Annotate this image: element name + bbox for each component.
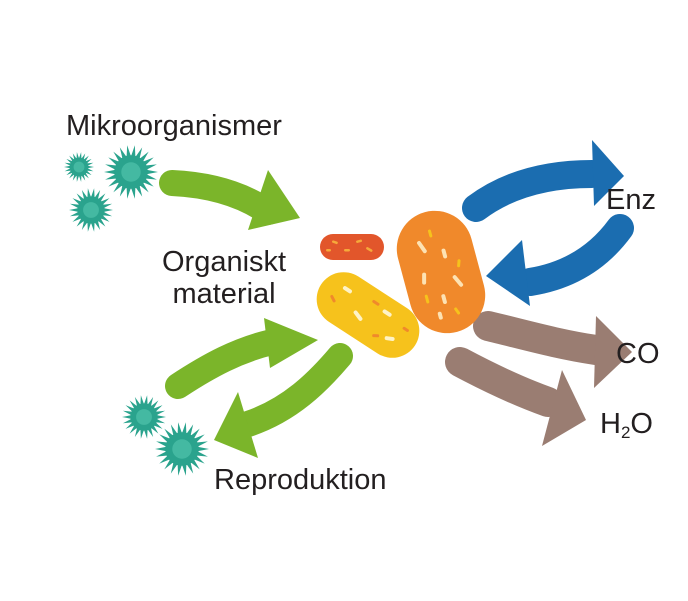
label-h2o-o: O	[630, 408, 653, 440]
microbe-icon-medium-bottom	[122, 395, 166, 439]
label-microorganisms: Mikroorganismer	[66, 110, 282, 142]
label-enzymes: Enz	[606, 184, 656, 216]
label-h2o: H2O	[600, 408, 653, 442]
arrow-h2o	[445, 347, 586, 446]
arrow-organic-to-reproduction	[214, 343, 353, 458]
arrow-microbes-to-organic	[159, 170, 300, 230]
microbe-icon-small-top	[64, 152, 94, 182]
microbe-icon-large-top	[104, 145, 158, 199]
arrow-reproduction-to-organic	[165, 318, 318, 399]
label-organic-line1: Organiskt	[162, 246, 287, 278]
bacterium-icon-yellow	[316, 272, 420, 358]
label-h2o-h: H	[600, 408, 621, 440]
bacterium-icon-red	[320, 234, 384, 260]
microbe-icon-medium-top	[69, 188, 113, 232]
microbe-icon-large-bottom	[155, 422, 209, 476]
label-reproduction: Reproduktion	[214, 464, 387, 496]
bacterium-icon-orange	[396, 210, 486, 334]
arrow-enzymes-in	[486, 214, 634, 306]
label-organic-material: Organiskt material	[162, 246, 286, 310]
arrow-enzymes-out	[462, 140, 624, 222]
label-co: CO	[616, 338, 660, 370]
arrow-co	[473, 311, 632, 388]
label-h2o-sub: 2	[620, 423, 631, 442]
label-organic-line2: material	[172, 278, 276, 310]
